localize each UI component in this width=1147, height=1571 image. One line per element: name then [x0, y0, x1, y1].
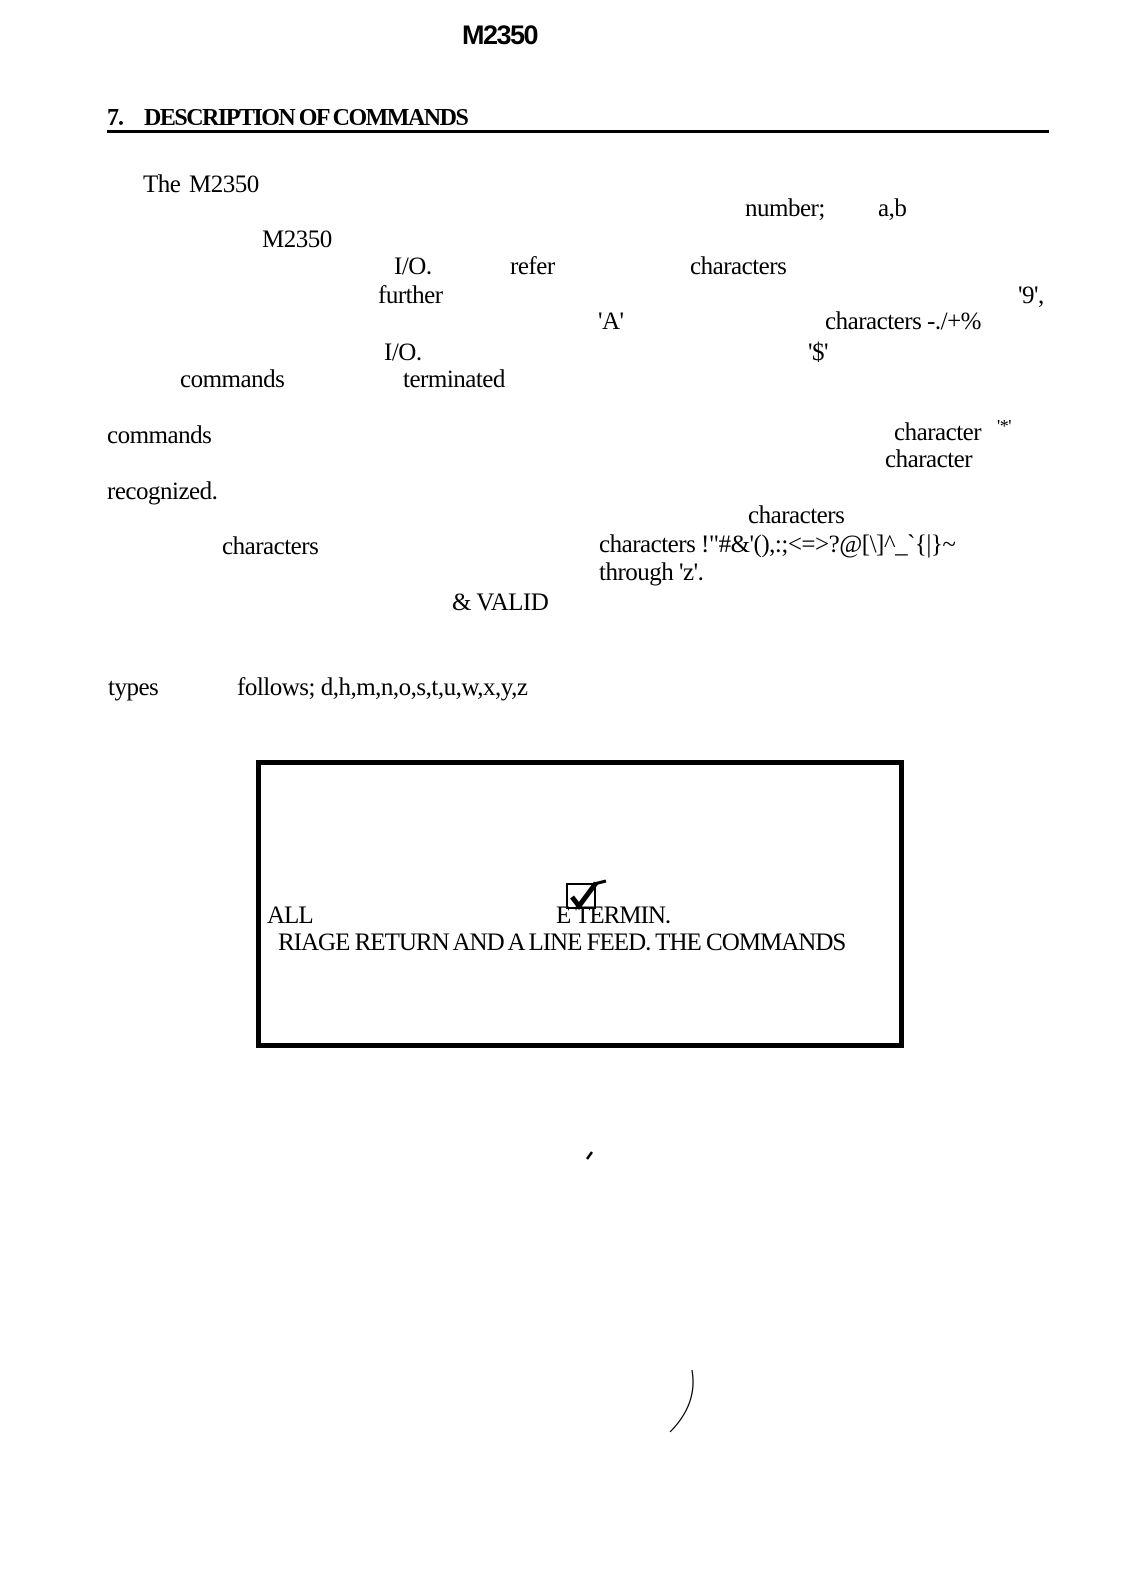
- body-fragment: further: [378, 282, 443, 309]
- body-fragment: commands: [107, 422, 212, 449]
- body-fragment: recognized.: [107, 478, 218, 505]
- section-title: DESCRIPTION OF COMMANDS: [144, 105, 469, 131]
- body-fragment: a,b: [878, 195, 907, 222]
- body-fragment: '9',: [1018, 282, 1044, 309]
- body-fragment: characters -./+%: [825, 308, 982, 335]
- body-fragment: types: [108, 674, 159, 701]
- body-fragment: character: [885, 446, 973, 473]
- body-fragment: refer: [510, 253, 555, 280]
- note-line-2: RIAGE RETURN AND A LINE FEED. THE COMMAN…: [278, 929, 846, 956]
- body-fragment: terminated: [403, 366, 505, 393]
- body-fragment: through 'z'.: [599, 559, 704, 586]
- body-fragment: M2350: [189, 171, 259, 198]
- note-line-1b: E TERMIN.: [556, 902, 671, 929]
- section-number: 7.: [107, 105, 124, 131]
- body-fragment: M2350: [262, 226, 332, 253]
- doc-header: M2350: [462, 20, 539, 50]
- body-fragment: I/O.: [394, 253, 432, 280]
- stray-mark: [585, 1151, 594, 1160]
- body-fragment: follows; d,h,m,n,o,s,t,u,w,x,y,z: [237, 674, 528, 701]
- body-fragment: & VALID: [452, 589, 549, 616]
- note-line-1a: ALL: [267, 902, 314, 929]
- body-fragment: number;: [745, 195, 825, 222]
- section-rule: [107, 130, 1049, 133]
- note-box: ALL E TERMIN. RIAGE RETURN AND A LINE FE…: [256, 760, 904, 1048]
- body-fragment: characters: [222, 533, 319, 560]
- body-fragment: character: [894, 419, 982, 446]
- body-fragment: characters: [690, 253, 787, 280]
- body-fragment: characters: [748, 502, 845, 529]
- body-fragment: '*': [997, 416, 1012, 436]
- checkmark-box-icon: [566, 879, 607, 911]
- body-fragment: The: [143, 171, 181, 198]
- body-fragment: commands: [180, 366, 285, 393]
- body-fragment: '$': [808, 339, 829, 366]
- body-fragment: characters !"#&'(),:;<=>?@[\]^_`{|}~: [599, 531, 956, 558]
- body-fragment: 'A': [598, 308, 624, 335]
- body-fragment: I/O.: [384, 339, 422, 366]
- stray-curve-mark: [669, 1369, 694, 1433]
